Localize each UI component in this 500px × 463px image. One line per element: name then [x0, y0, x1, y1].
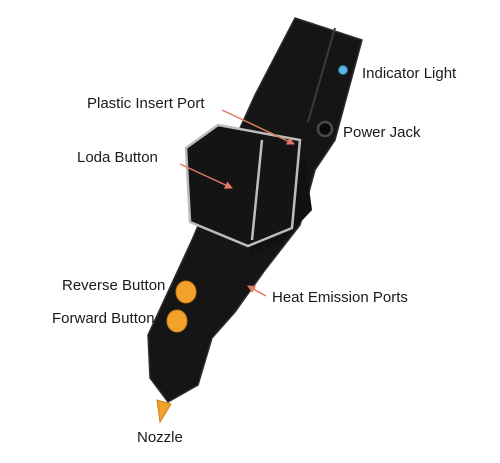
forward-button-knob[interactable]: [166, 309, 188, 333]
reverse-button-knob[interactable]: [175, 280, 197, 304]
forward-button-label: Forward Button: [52, 310, 155, 327]
power-jack-port: [316, 120, 334, 138]
heat-emission-ports-arrow: [247, 285, 267, 297]
nozzle-label: Nozzle: [137, 429, 183, 446]
pen-side-edge: [307, 27, 336, 123]
plastic-insert-port-label: Plastic Insert Port: [87, 95, 205, 112]
indicator-light-label: Indicator Light: [362, 65, 457, 82]
reverse-button-label: Reverse Button: [62, 277, 165, 294]
loda-button-arrow: [179, 163, 233, 189]
indicator-light-dot: [338, 65, 348, 75]
plastic-insert-port-arrow: [221, 109, 295, 145]
heat-emission-ports-label: Heat Emission Ports: [272, 289, 408, 306]
power-jack-label: Power Jack: [343, 124, 421, 141]
loda-button-block: [184, 123, 302, 248]
loda-button-label: Loda Button: [77, 149, 158, 166]
loda-button-divider: [250, 139, 264, 241]
nozzle-tip: [156, 399, 172, 424]
